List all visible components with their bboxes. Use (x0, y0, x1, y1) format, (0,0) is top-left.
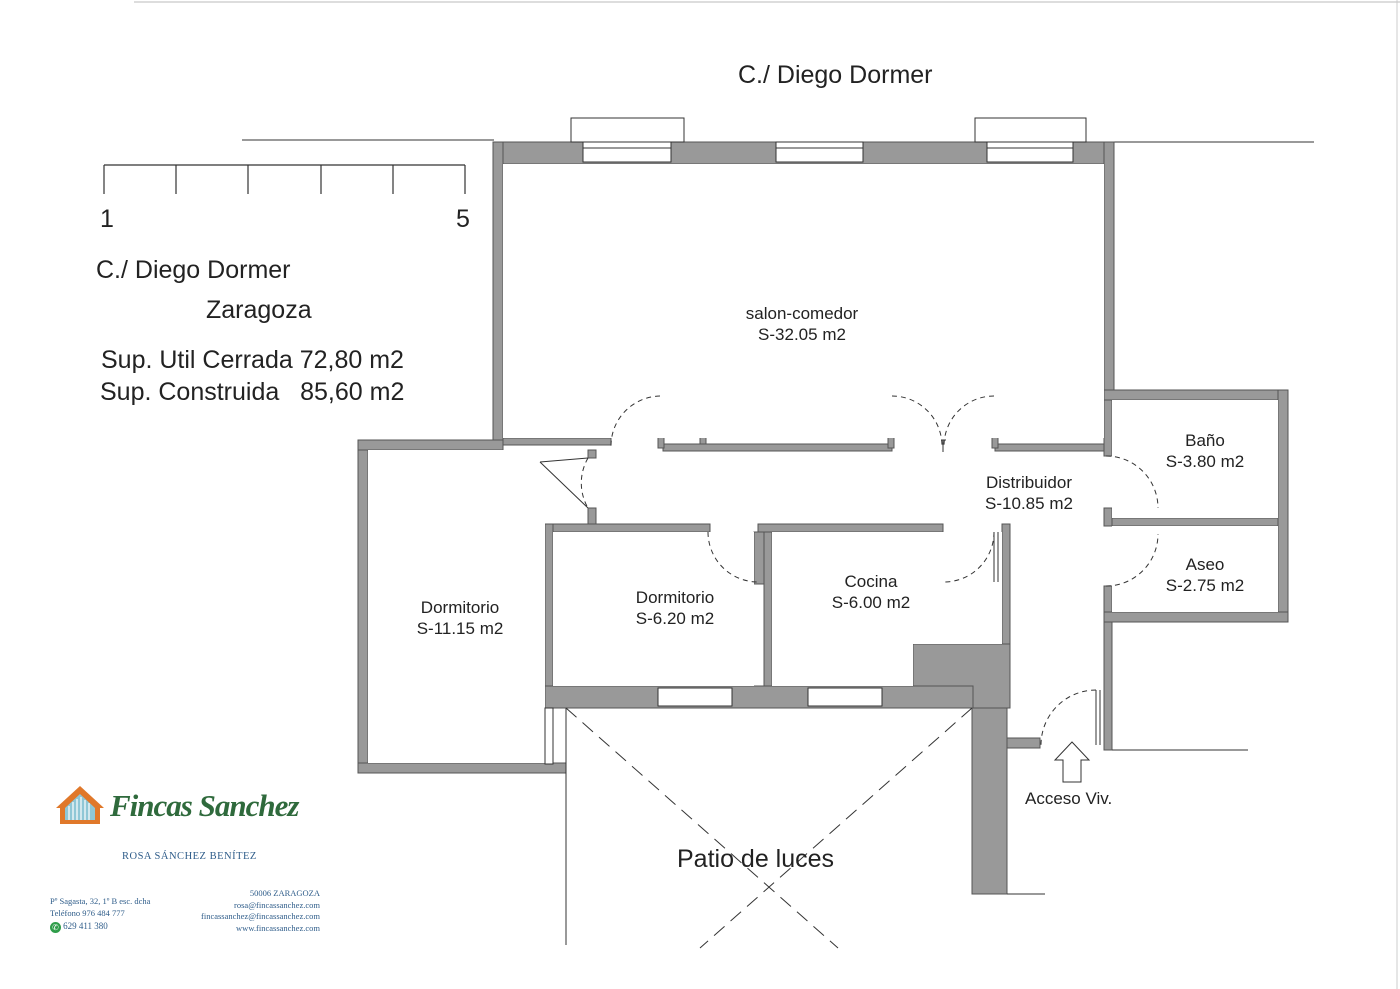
room-area: S-3.80 m2 (1165, 452, 1245, 471)
room-name: Aseo (1185, 555, 1225, 574)
room-area: S-32.05 m2 (758, 325, 846, 344)
room-distribuidor: Distribuidor S-10.85 m2 (985, 472, 1073, 514)
owner-name: ROSA SÁNCHEZ BENÍTEZ (122, 851, 257, 862)
business-card: Fincas Sanchez ROSA SÁNCHEZ BENÍTEZ Pº S… (36, 766, 334, 956)
patio-windows (544, 687, 883, 765)
room-dormitorio-small: Dormitorio S-6.20 m2 (636, 587, 714, 629)
scale-start-label: 1 (100, 205, 114, 233)
room-name: Dormitorio (420, 598, 500, 617)
surface-util: Sup. Util Cerrada 72,80 m2 (101, 346, 404, 374)
entrance-label: Acceso Viv. (1025, 789, 1113, 808)
whatsapp-icon: ✆ (50, 921, 61, 933)
card-whatsapp-row: ✆ 629 411 380 (50, 921, 150, 933)
card-web[interactable]: www.fincassanchez.com (236, 922, 320, 933)
doors (580, 395, 1159, 746)
room-area: S-11.15 m2 (416, 619, 504, 638)
brand-name: Fincas Sanchez (110, 788, 299, 823)
room-area: S-2.75 m2 (1165, 576, 1245, 595)
street-name-top: C./ Diego Dormer (738, 61, 933, 89)
scale-bar (103, 164, 466, 194)
room-area: S-10.85 m2 (985, 494, 1073, 513)
room-cocina: Cocina S-6.00 m2 (832, 571, 910, 613)
room-name: Distribuidor (986, 473, 1072, 492)
room-salon-comedor: salon-comedor S-32.05 m2 (746, 303, 858, 345)
facade-windows (570, 117, 1087, 163)
address-city: Zaragoza (206, 296, 312, 324)
room-name: Cocina (844, 572, 898, 591)
entrance-arrow-icon (1053, 741, 1091, 783)
patio-outline (565, 708, 1248, 945)
street-line (242, 139, 1314, 143)
card-email-1[interactable]: rosa@fincassanchez.com (234, 899, 320, 910)
room-dormitorio-large: Dormitorio S-11.15 m2 (417, 597, 504, 639)
card-address: Pº Sagasta, 32, 1º B esc. dcha (50, 896, 151, 906)
room-area: S-6.00 m2 (831, 593, 911, 612)
surface-construida: Sup. Construida 85,60 m2 (100, 378, 405, 406)
address-street: C./ Diego Dormer (96, 256, 291, 284)
room-name: salon-comedor (745, 304, 859, 323)
room-name: Baño (1185, 431, 1225, 450)
card-zip-city: 50006 ZARAGOZA (249, 888, 320, 898)
contact-right: 50006 ZARAGOZA rosa@fincassanchez.com fi… (201, 888, 320, 934)
card-phone: Teléfono 976 484 777 (50, 907, 125, 918)
card-whatsapp: 629 411 380 (63, 921, 108, 931)
room-area: S-6.20 m2 (635, 609, 715, 628)
patio-label: Patio de luces (677, 845, 835, 873)
house-logo-icon (56, 786, 104, 824)
scale-end-label: 5 (456, 205, 470, 233)
contact-left: Pº Sagasta, 32, 1º B esc. dcha Teléfono … (50, 896, 150, 933)
patio-diagonals (565, 707, 973, 949)
room-aseo: Aseo S-2.75 m2 (1166, 554, 1244, 596)
room-bano: Baño S-3.80 m2 (1166, 430, 1244, 472)
room-name: Dormitorio (635, 588, 715, 607)
card-email-2[interactable]: fincassanchez@fincassanchez.com (201, 911, 320, 921)
